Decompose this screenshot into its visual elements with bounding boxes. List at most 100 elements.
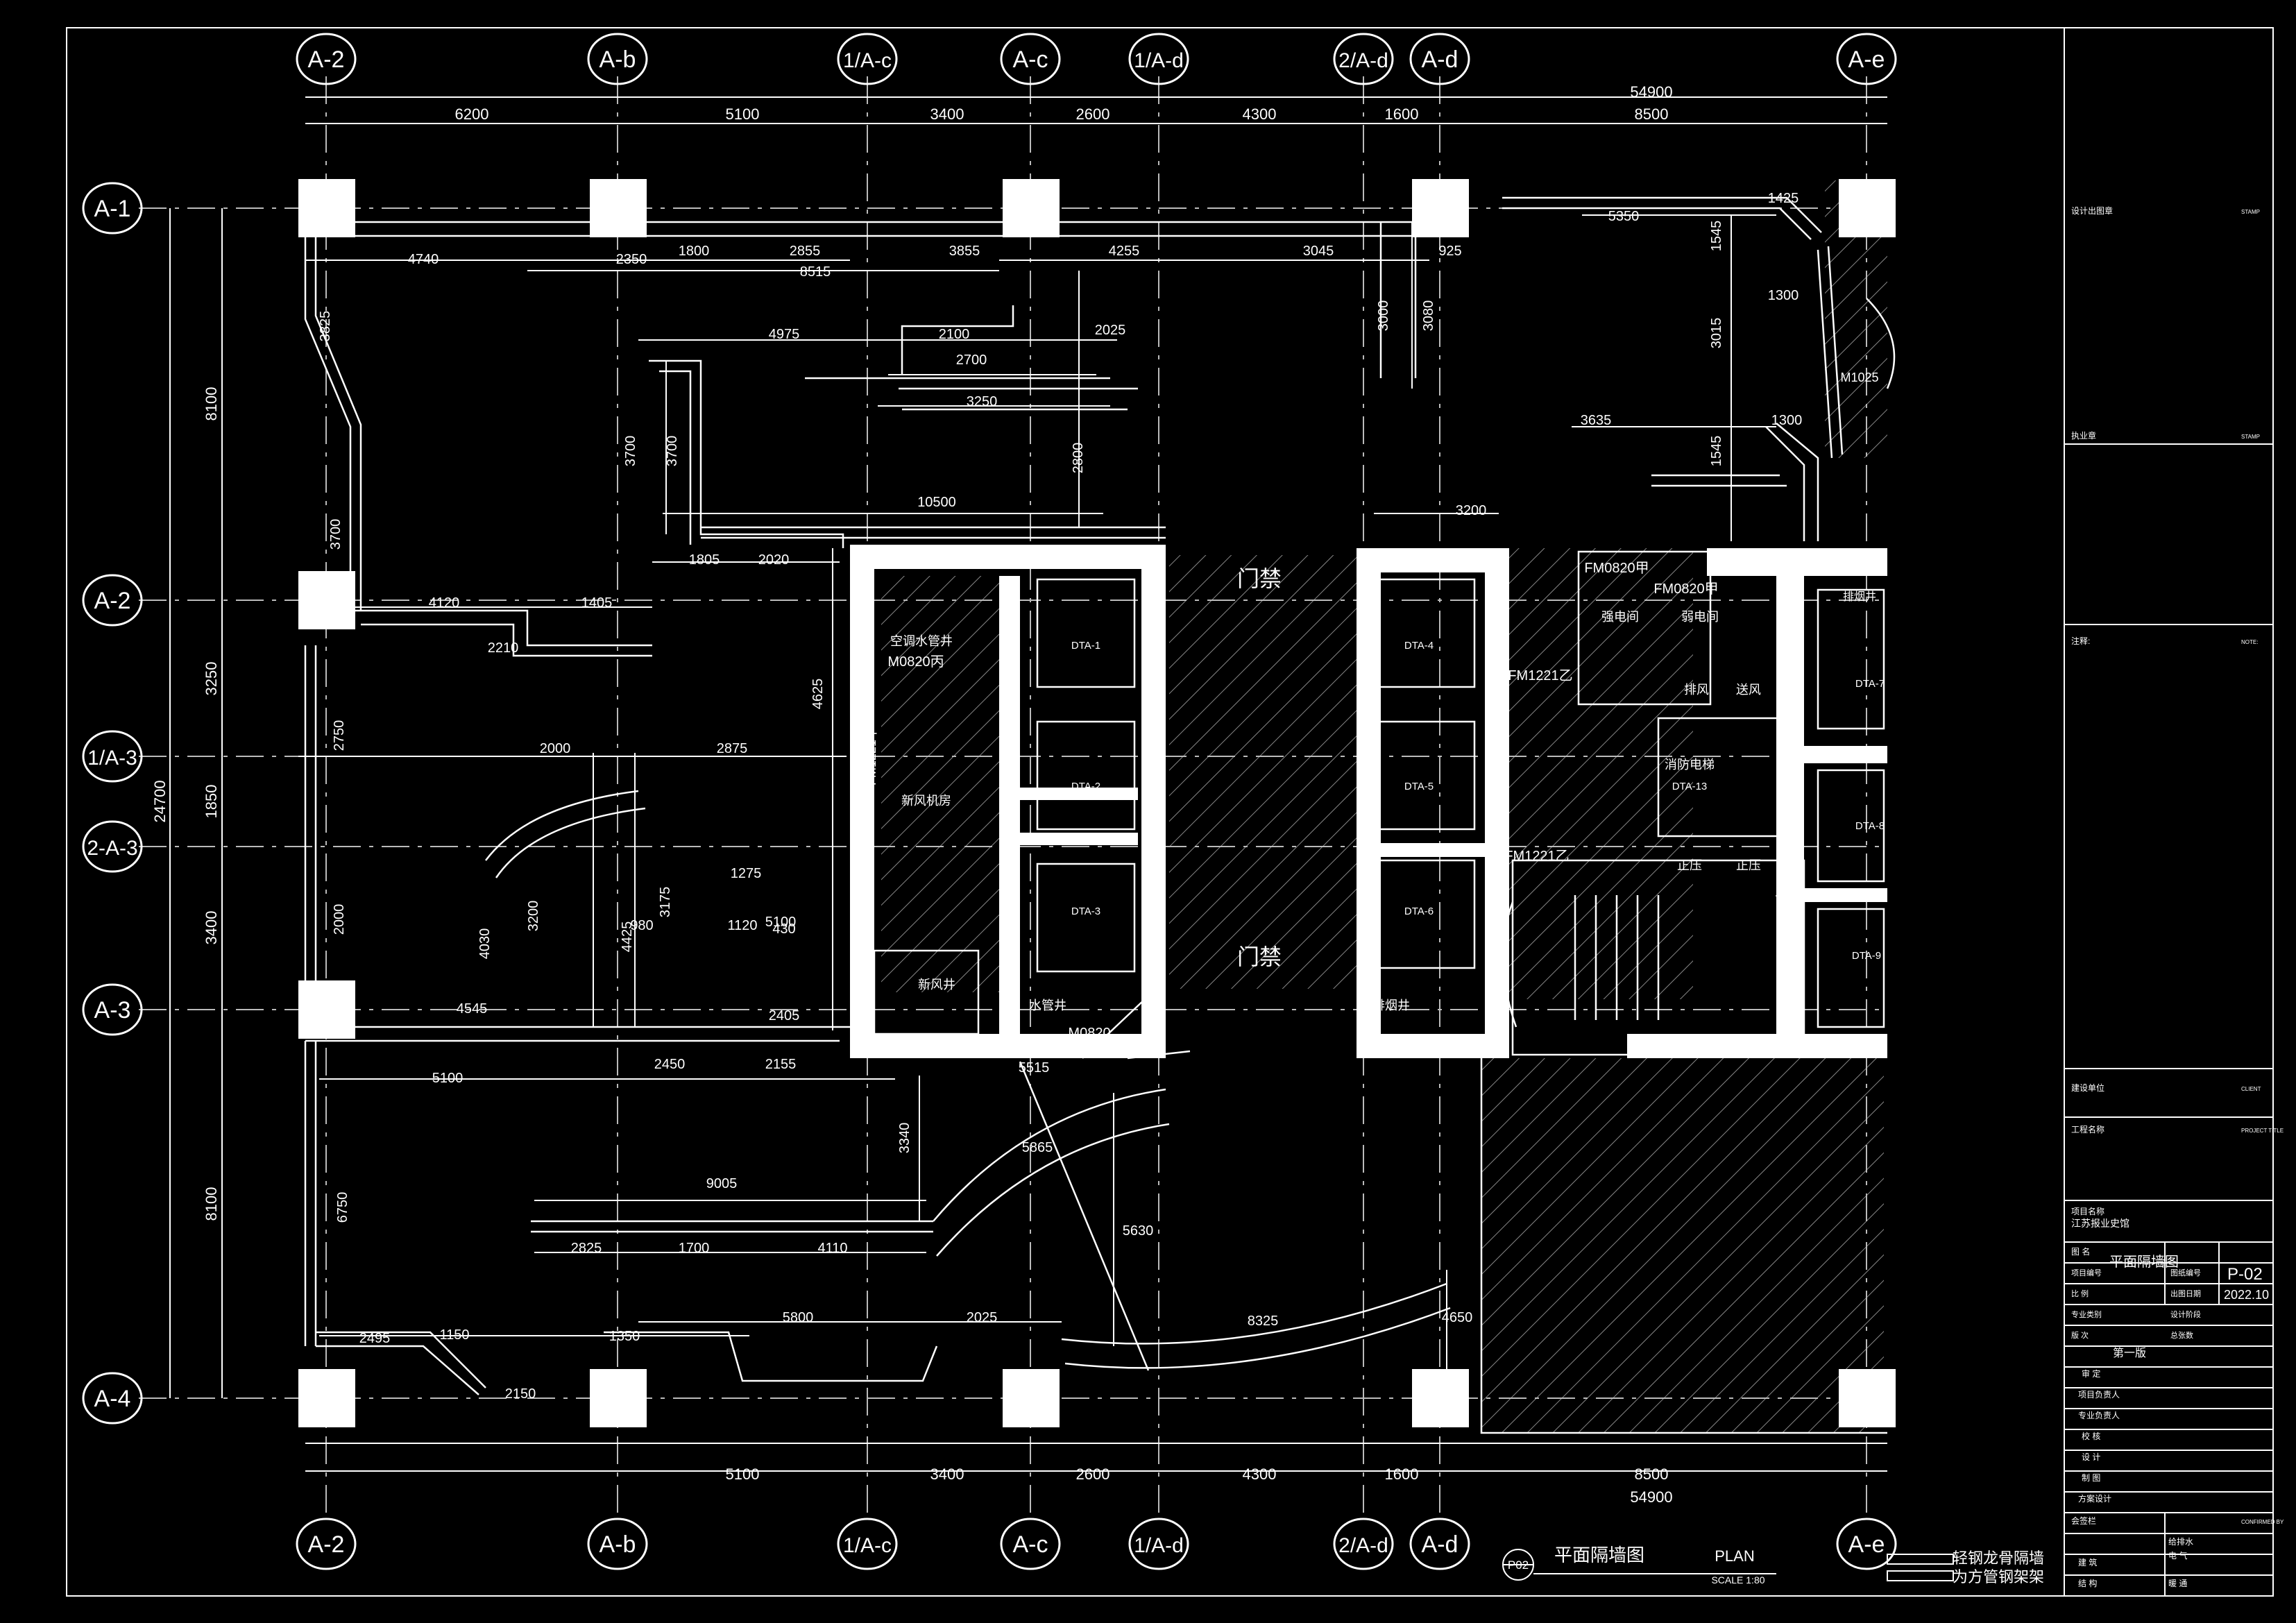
dim-interior: 5865 [1022,1140,1053,1155]
room-label-fresh-air-shaft: 新风井 [918,978,955,992]
axis-label: 1/A-d [1134,1534,1184,1557]
room-label-water-pipe-well: 水管井 [1029,999,1066,1012]
tb-cosign-en: CONFIRMED BY [2241,1519,2284,1525]
tb-spec-lead: 专业负责人 [2078,1410,2120,1420]
axis-label: 2-A-3 [87,837,137,860]
dim-interior: 2210 [488,640,519,656]
dim-bottom: 1600 [1385,1465,1419,1483]
dim-interior: 1700 [679,1241,710,1256]
legend-item: 为方管钢架架 [1953,1568,2044,1586]
axis-label: 2/A-d [1338,49,1388,72]
dim-interior: 2450 [654,1057,686,1072]
dim-interior: 1120 [727,918,757,933]
tb-notes: 注释: [2071,636,2090,646]
dim-interior: 10500 [917,495,956,510]
axis-label: A-4 [94,1386,131,1412]
dim-interior: 1150 [439,1327,469,1343]
dim-interior: 8325 [1248,1314,1279,1329]
dim-interior: 1300 [1771,413,1803,428]
axis-bubble-top: 1/A-c [837,33,898,85]
dim-interior: 4425 [620,921,635,953]
dim-interior: 5350 [1608,209,1640,224]
dim-interior: 2020 [758,552,790,568]
axis-label: A-2 [308,46,345,73]
axis-bubble-bottom: A-b [587,1518,648,1570]
tb-phase: 设计阶段 [2170,1309,2201,1319]
dim-interior: 5800 [783,1310,814,1325]
dim-interior: 3015 [1709,318,1724,349]
dim-left: 3400 [203,911,220,945]
tb-project: 工程名称 [2071,1124,2104,1135]
dim-bottom: 4300 [1243,1465,1277,1483]
dim-interior: 1800 [679,244,710,259]
dim-interior: 2750 [332,720,347,751]
title-block-grid [2064,443,2273,1596]
axis-label: 1/A-3 [87,747,137,770]
outer-frame [66,27,2274,1597]
dim-interior: 1405 [581,595,613,611]
structural-columns [298,179,1896,1427]
dim-top: 3400 [930,105,964,123]
tb-practice-stamp: 执业章 [2071,430,2096,441]
dim-interior: 1805 [689,552,720,568]
dim-left: 3250 [203,662,220,696]
axis-bubble-left: A-4 [82,1372,143,1425]
door-tag: FM0820甲 [1653,581,1718,597]
drawing-title-block [1502,1549,1954,1581]
elevator-tag: DTA-6 [1404,906,1434,917]
dim-interior: 9005 [706,1176,738,1191]
column [298,179,355,237]
legend-item: 轻钢龙骨隔墙 [1953,1549,2044,1567]
axis-bubble-top: A-b [587,33,648,85]
dim-interior: 925 [1438,244,1461,259]
tb-version: 版 次 [2071,1330,2089,1340]
room-label-door-control-2: 门禁 [1237,944,1282,969]
dim-top: 6200 [455,105,489,123]
tb-client-en: CLIENT [2241,1086,2261,1092]
column [298,1369,355,1427]
drawing-plan-label: PLAN [1715,1547,1754,1565]
room-label-fresh-air-room: 新风机房 [901,794,951,808]
axis-bubble-bottom: A-d [1409,1518,1470,1570]
tb-item-value: 江苏报业史馆 [2071,1218,2129,1229]
column [590,179,647,237]
dimension-lines [169,96,1887,1472]
dim-bottom: 8500 [1635,1465,1669,1483]
dim-bottom: 5100 [726,1465,760,1483]
door-tag: M1025 [1840,371,1878,384]
room-label-pressure-1: 正压 [1677,858,1702,872]
tb-item-name: 项目名称 [2071,1206,2104,1216]
tb-design-stamp-en: STAMP [2241,209,2260,215]
elevator-tag: DTA-5 [1404,781,1434,792]
axis-label: 1/A-d [1134,49,1184,72]
dim-interior: 1275 [731,866,762,881]
axis-bubble-left: A-1 [82,182,143,235]
dim-left: 8100 [203,1187,220,1221]
dim-bottom: 2600 [1076,1465,1110,1483]
dim-interior: 3825 [318,311,333,342]
dim-interior: 3635 [1581,413,1612,428]
dim-interior: 1545 [1709,221,1724,252]
dim-interior: 3000 [1376,300,1391,332]
axis-bubble-bottom: 2/A-d [1333,1518,1394,1570]
elevator-tag: DTA-8 [1855,820,1885,832]
dim-interior: 4625 [810,679,826,710]
dim-interior: 1300 [1768,288,1799,303]
tb-arch: 建 筑 [2078,1557,2097,1567]
tb-project-en: PROJECT TITLE [2241,1128,2284,1134]
axis-bubble-left: A-3 [82,983,143,1036]
axis-label: A-e [1848,1531,1885,1558]
room-label-fire-elevator: 消防电梯 [1665,758,1715,772]
dim-interior: 2025 [967,1310,998,1325]
dim-interior: 5515 [1019,1060,1050,1076]
axis-label: 2/A-d [1338,1534,1388,1557]
axis-label: A-b [599,1531,636,1558]
dim-interior: 2100 [939,327,970,342]
axis-bubble-top: 2/A-d [1333,33,1394,85]
dim-bottom: 3400 [930,1465,964,1483]
dim-interior: 4975 [769,327,800,342]
axis-label: A-d [1422,46,1459,73]
axis-bubble-top: 1/A-d [1128,33,1189,85]
dim-interior: 2025 [1095,323,1126,338]
column [1412,1369,1469,1427]
